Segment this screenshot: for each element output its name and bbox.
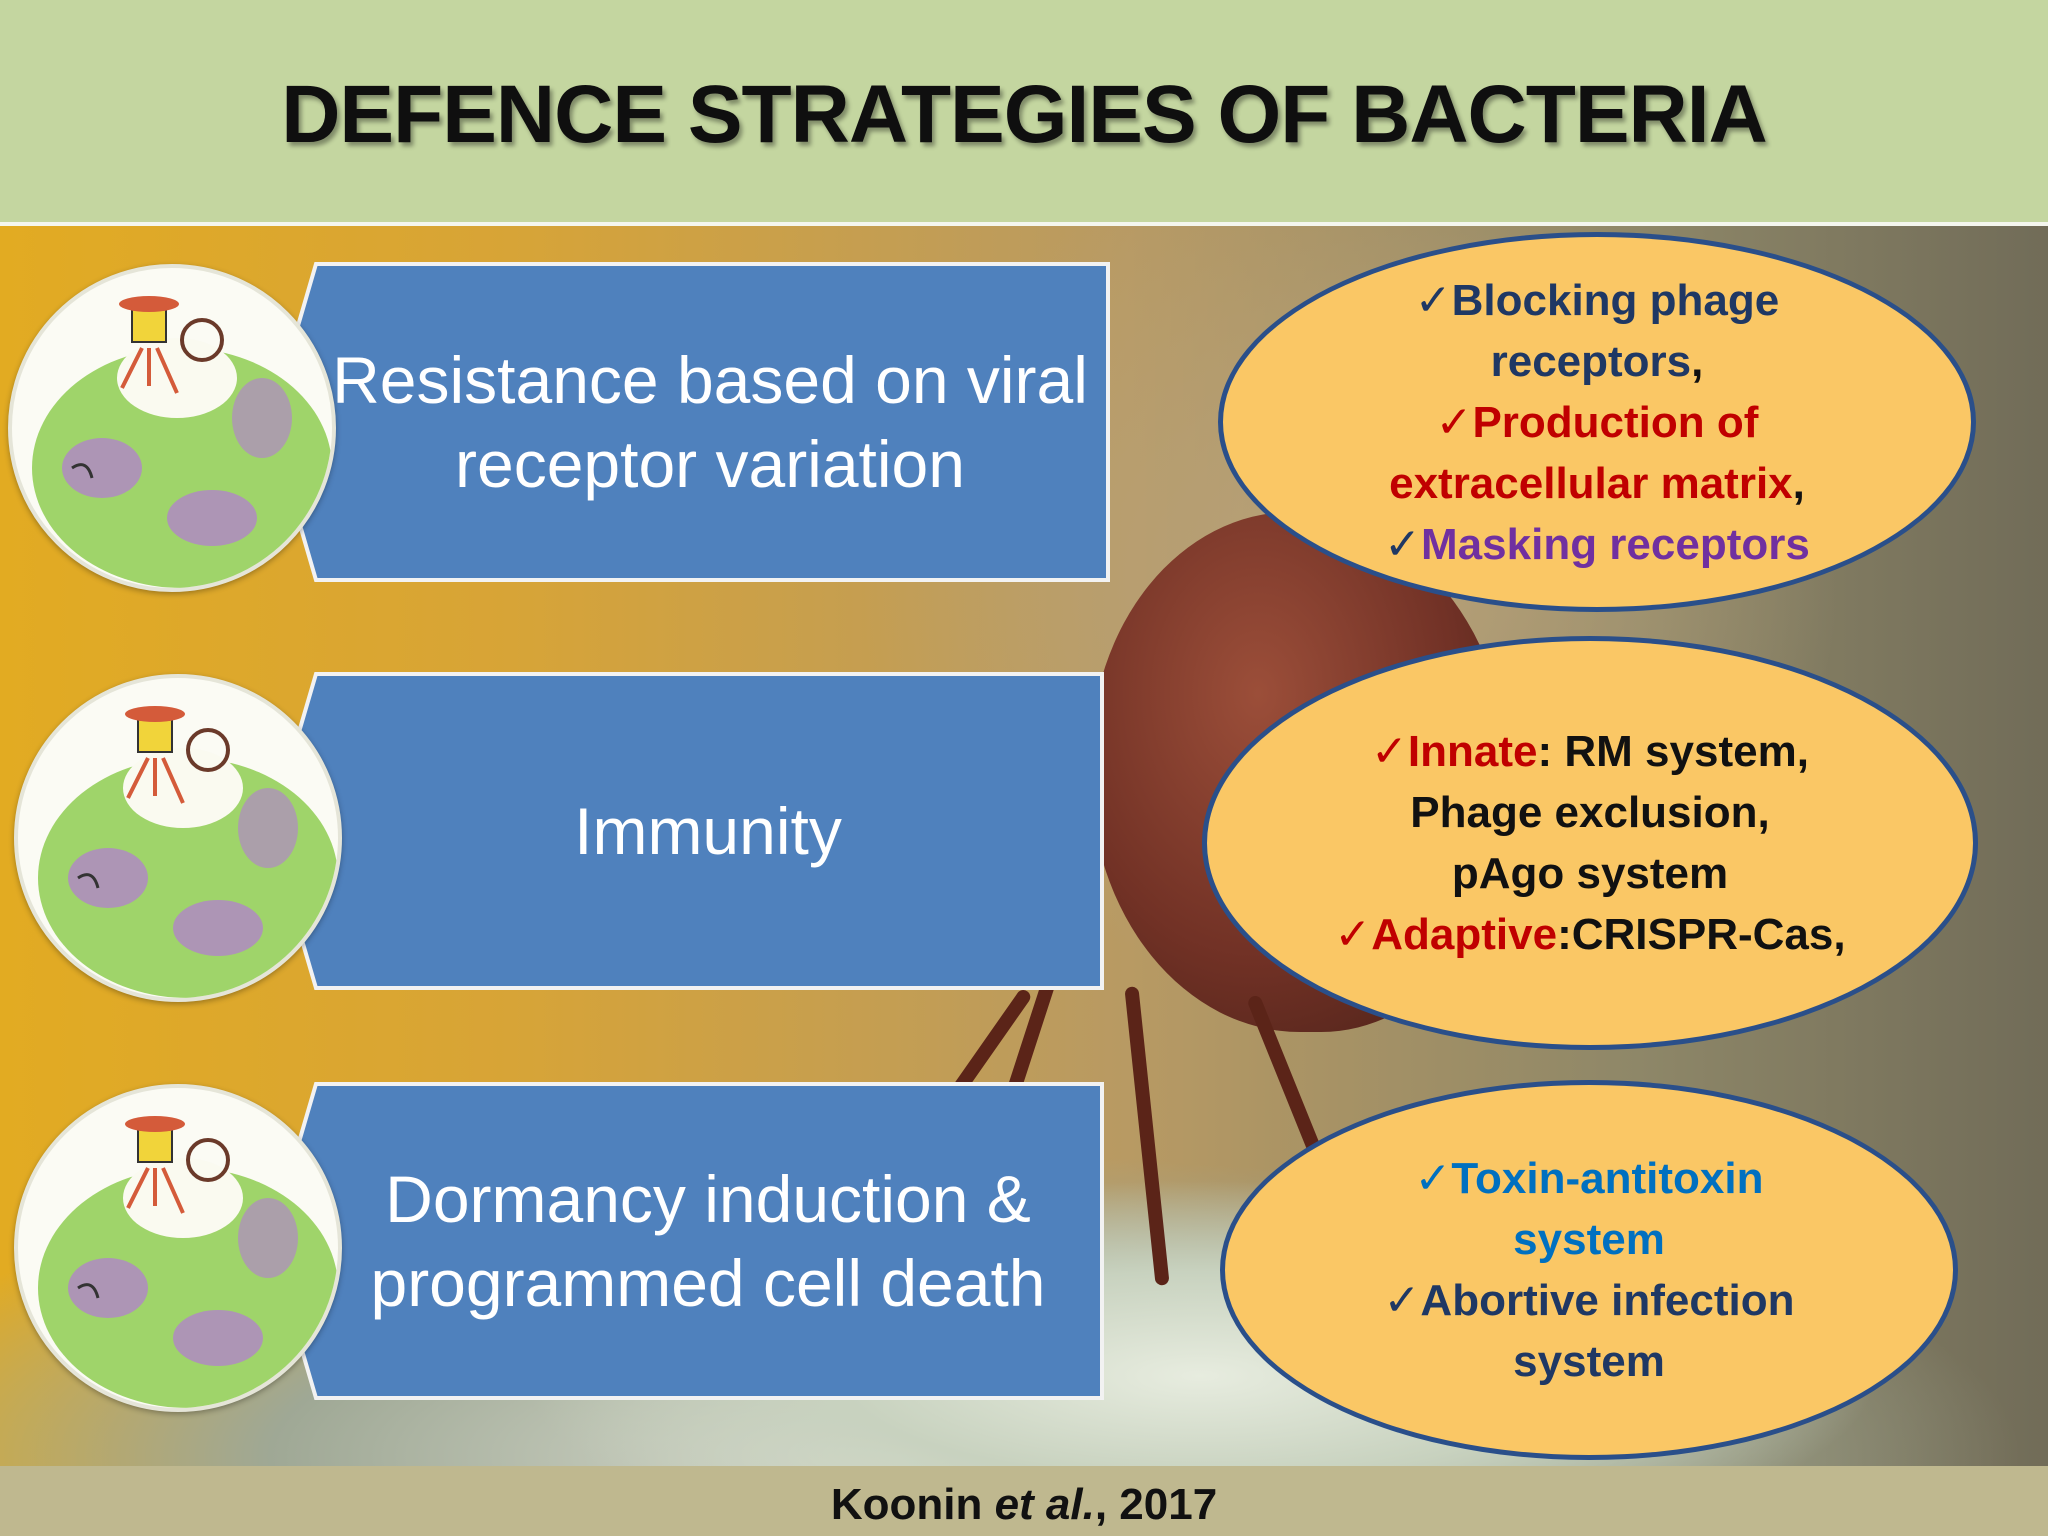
detail-text: Adaptive bbox=[1371, 910, 1558, 959]
detail-punct: , bbox=[1691, 336, 1704, 386]
resistance-details-oval: ✓Blocking phage receptors, ✓Production o… bbox=[1218, 232, 1976, 612]
detail-line: ✓Adaptive:CRISPR-Cas, bbox=[1334, 904, 1845, 965]
checkmark-icon: ✓ bbox=[1414, 275, 1452, 325]
strategy-label: Dormancy induction & programmed cell dea… bbox=[370, 1162, 1046, 1320]
strategy-box-immunity: Immunity bbox=[250, 672, 1106, 990]
detail-line: ✓Toxin-antitoxin bbox=[1415, 1148, 1764, 1209]
checkmark-icon: ✓ bbox=[1383, 1276, 1421, 1325]
strategy-label: Resistance based on viral receptor varia… bbox=[332, 343, 1088, 501]
detail-text: Masking receptors bbox=[1421, 519, 1810, 569]
footer-bar bbox=[0, 1466, 2048, 1536]
detail-text: CRISPR-Cas bbox=[1571, 910, 1834, 959]
detail-punct: , bbox=[1757, 788, 1770, 837]
detail-punct: , bbox=[1796, 727, 1809, 776]
detail-line: ✓Blocking phage bbox=[1415, 270, 1779, 331]
detail-line: ✓Abortive infection bbox=[1384, 1270, 1795, 1331]
citation: Koonin et al., 2017 bbox=[0, 1480, 2048, 1530]
detail-line: Phage exclusion, bbox=[1410, 782, 1769, 843]
detail-text: extracellular matrix bbox=[1389, 458, 1793, 508]
bacterium-cowboy-cartoon-icon bbox=[14, 1084, 342, 1412]
detail-text: Toxin-antitoxin bbox=[1451, 1154, 1764, 1203]
detail-text: Blocking phage bbox=[1451, 275, 1780, 325]
detail-line: system bbox=[1513, 1209, 1665, 1270]
detail-text: Phage exclusion bbox=[1410, 788, 1758, 837]
title-bar bbox=[0, 0, 2048, 226]
detail-punct: : bbox=[1537, 727, 1565, 776]
citation-author: Koonin bbox=[830, 1480, 983, 1529]
citation-year: , 2017 bbox=[1094, 1480, 1218, 1529]
strategy-label: Immunity bbox=[574, 794, 842, 868]
detail-line: receptors, bbox=[1491, 331, 1704, 392]
bacterium-cowboy-cartoon-icon bbox=[8, 264, 336, 592]
detail-text: Innate bbox=[1407, 727, 1538, 776]
checkmark-icon: ✓ bbox=[1334, 910, 1372, 959]
detail-text: RM system bbox=[1564, 727, 1797, 776]
detail-line: ✓Production of bbox=[1436, 392, 1759, 453]
detail-punct: , bbox=[1792, 458, 1805, 508]
strategy-box-dormancy: Dormancy induction & programmed cell dea… bbox=[250, 1082, 1106, 1400]
checkmark-icon: ✓ bbox=[1384, 519, 1422, 569]
phage-tail-fiber bbox=[1124, 986, 1170, 1286]
detail-line: extracellular matrix, bbox=[1389, 453, 1805, 514]
immunity-details-oval: ✓Innate: RM system, Phage exclusion, pAg… bbox=[1202, 636, 1978, 1050]
detail-line: system bbox=[1513, 1331, 1665, 1392]
detail-text: receptors bbox=[1490, 336, 1692, 386]
bacterium-cowboy-cartoon-icon bbox=[14, 674, 342, 1002]
detail-punct: , bbox=[1833, 910, 1846, 959]
citation-etal: et al. bbox=[994, 1480, 1095, 1529]
strategy-box-resistance: Resistance based on viral receptor varia… bbox=[250, 262, 1112, 582]
detail-punct: : bbox=[1557, 910, 1572, 959]
dormancy-details-oval: ✓Toxin-antitoxin system ✓Abortive infect… bbox=[1220, 1080, 1958, 1460]
checkmark-icon: ✓ bbox=[1371, 727, 1408, 776]
detail-text: Production of bbox=[1472, 397, 1759, 447]
slide-title: DEFENCE STRATEGIES OF BACTERIA bbox=[281, 69, 1768, 160]
detail-line: ✓Masking receptors bbox=[1384, 514, 1810, 575]
detail-text: system bbox=[1513, 1337, 1665, 1386]
checkmark-icon: ✓ bbox=[1435, 397, 1473, 447]
detail-text: system bbox=[1513, 1215, 1665, 1264]
checkmark-icon: ✓ bbox=[1414, 1154, 1452, 1203]
detail-text: Abortive infection bbox=[1420, 1276, 1795, 1325]
detail-line: pAgo system bbox=[1452, 843, 1728, 904]
detail-line: ✓Innate: RM system, bbox=[1371, 721, 1809, 782]
detail-text: pAgo system bbox=[1451, 849, 1729, 898]
